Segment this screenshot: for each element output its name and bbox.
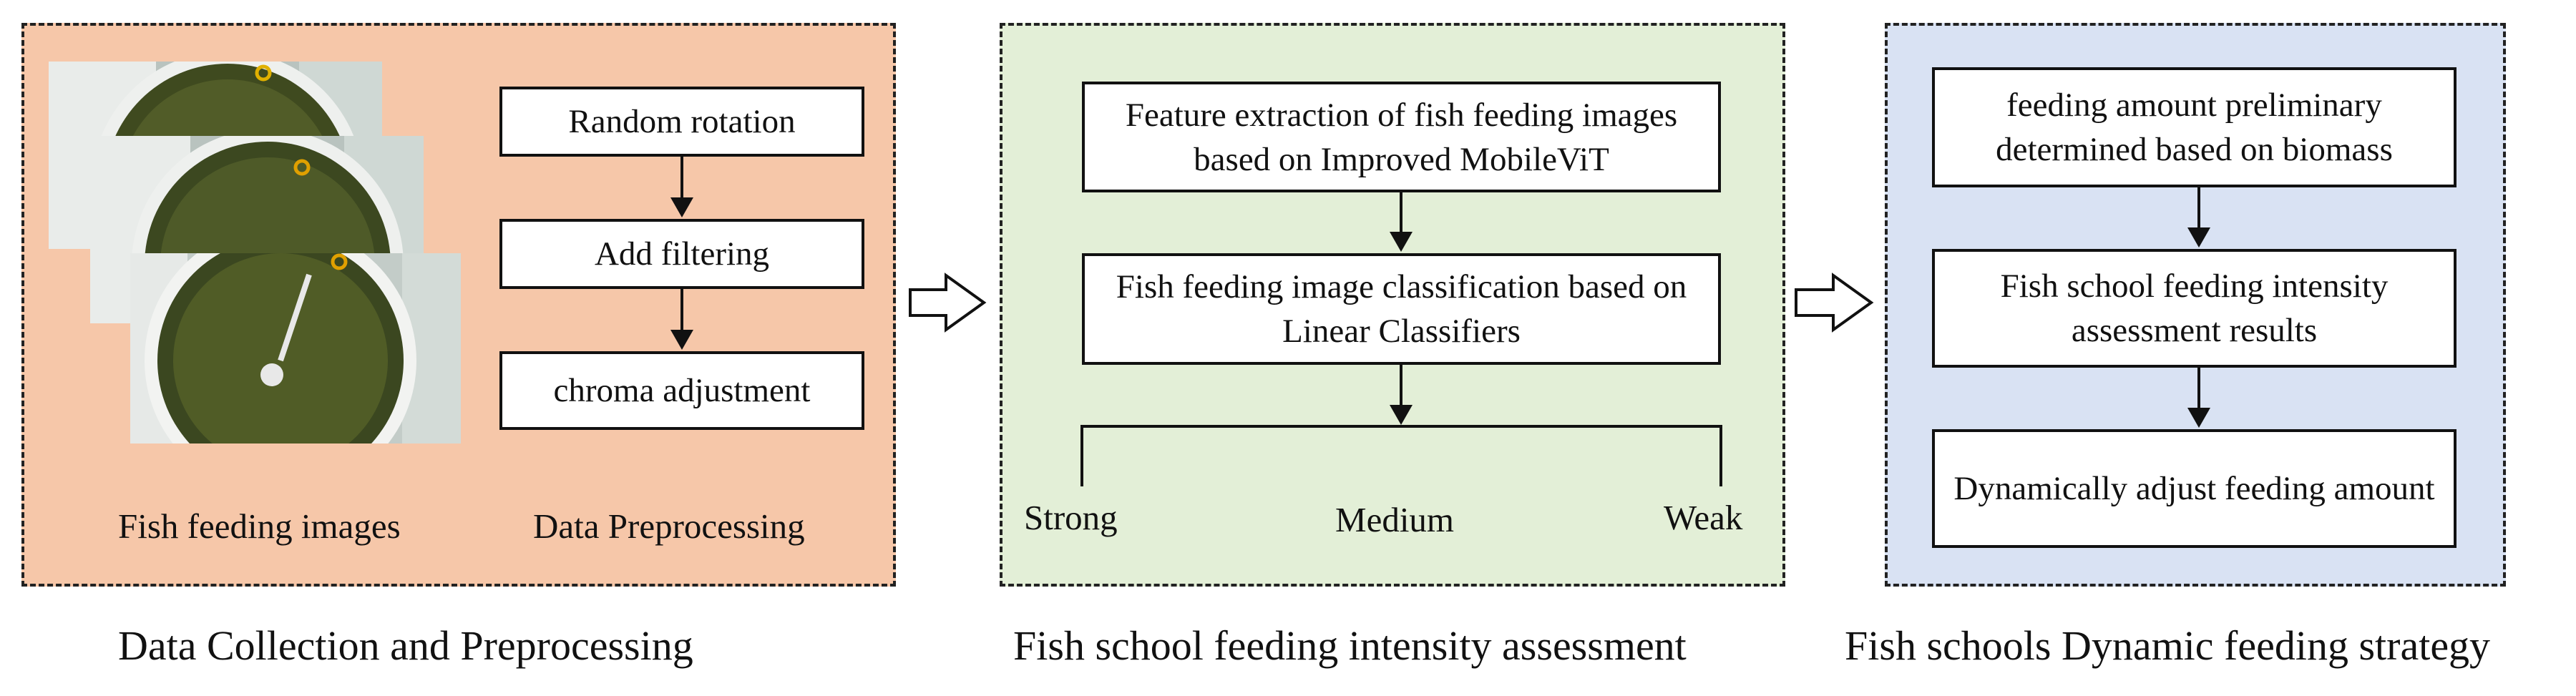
add-filtering-box: Add filtering — [499, 219, 864, 289]
dynamic-feeding-caption: Fish schools Dynamic feeding strategy — [1845, 622, 2491, 669]
data-preprocessing-label: Data Preprocessing — [533, 506, 805, 546]
random-rotation-box: Random rotation — [499, 87, 864, 157]
data-collection-caption: Data Collection and Preprocessing — [118, 622, 693, 669]
fish-feeding-photo-3 — [130, 253, 461, 443]
biomass-feeding-amount-box: feeding amount preliminary determined ba… — [1932, 67, 2457, 187]
panel-b-to-c-arrow — [1795, 273, 1874, 333]
chroma-adjustment-box: chroma adjustment — [499, 351, 864, 430]
intensity-results-box: Fish school feeding intensity assessment… — [1932, 249, 2457, 368]
intensity-levels-bracket — [1080, 425, 1722, 486]
panel-a-to-b-arrow — [909, 273, 987, 333]
adjust-feeding-amount-box: Dynamically adjust feeding amount — [1932, 429, 2457, 548]
feeding-intensity-caption: Fish school feeding intensity assessment — [1013, 622, 1687, 669]
level-strong-label: Strong — [1024, 498, 1118, 537]
level-medium-label: Medium — [1335, 500, 1455, 539]
fish-feeding-images-label: Fish feeding images — [118, 506, 401, 546]
level-weak-label: Weak — [1664, 498, 1743, 537]
feature-extraction-box: Feature extraction of fish feeding image… — [1082, 82, 1721, 192]
image-classification-box: Fish feeding image classification based … — [1082, 253, 1721, 365]
